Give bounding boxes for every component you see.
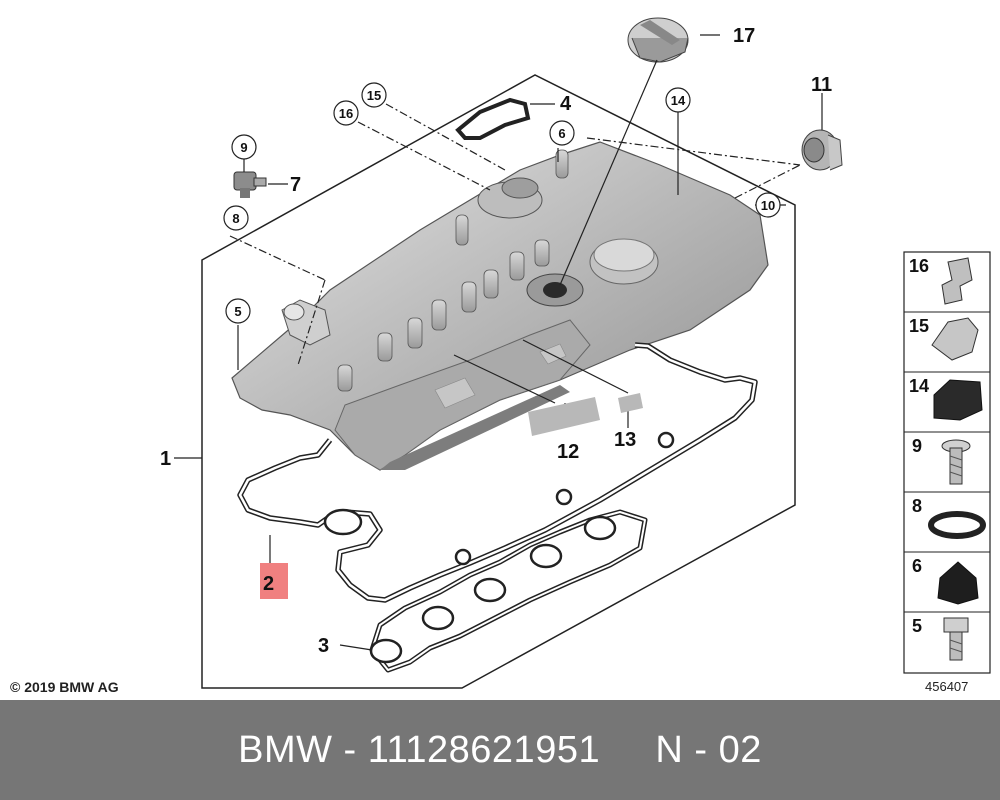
label-patch-13 xyxy=(618,393,643,413)
oil-filler-cap-17 xyxy=(627,17,689,63)
callout-10: 10 xyxy=(761,198,775,213)
callout-6: 6 xyxy=(558,126,565,141)
legend-label-14: 14 xyxy=(909,376,929,396)
legend-label-8: 8 xyxy=(912,496,922,516)
callout-13: 13 xyxy=(614,429,636,451)
circled-callouts: 15 16 6 14 10 9 8 5 xyxy=(223,82,781,324)
assembly-frame xyxy=(201,74,796,689)
clip-15-icon xyxy=(931,317,979,361)
callout-7: 7 xyxy=(290,174,301,196)
sensor-7 xyxy=(233,171,267,198)
callout-14: 14 xyxy=(671,93,686,108)
rubber-block-14-icon xyxy=(933,379,983,421)
callout-3: 3 xyxy=(318,635,329,657)
small-parts-legend: 16 15 14 9 8 6 5 xyxy=(903,251,991,674)
callout-15: 15 xyxy=(367,88,381,103)
copyright-text: © 2019 BMW AG xyxy=(10,679,119,695)
leader-lines xyxy=(174,34,823,651)
parts-diagram: 17 4 11 7 1 3 2 12 13 15 16 6 14 10 9 8 … xyxy=(10,17,991,695)
sensor-11 xyxy=(801,129,843,171)
callout-9: 9 xyxy=(240,140,247,155)
callout-2: 2 xyxy=(263,573,274,595)
legend-label-16: 16 xyxy=(909,256,929,276)
legend-label-6: 6 xyxy=(912,556,922,576)
position-code: N - 02 xyxy=(655,728,762,771)
legend-label-5: 5 xyxy=(912,616,922,636)
exploded-view-svg: 17 4 11 7 1 3 2 12 13 15 16 6 14 10 9 8 … xyxy=(160,17,991,689)
callout-5: 5 xyxy=(234,304,241,319)
legend-label-9: 9 xyxy=(912,436,922,456)
valve-cover-illustration xyxy=(231,141,769,471)
brand-label: BMW xyxy=(238,728,333,771)
banner-text: BMW - 11128621951 N - 02 xyxy=(0,700,1000,800)
callout-17: 17 xyxy=(733,25,755,47)
bolt-5-icon xyxy=(943,617,969,661)
callout-8: 8 xyxy=(232,211,239,226)
screw-9-icon xyxy=(941,439,971,485)
o-ring-8-icon xyxy=(928,511,986,539)
label-patch-12 xyxy=(528,397,600,436)
banner-gap xyxy=(600,729,655,772)
grommet-6-icon xyxy=(937,561,979,605)
diagram-number: 456407 xyxy=(925,679,969,694)
part-number: 11128621951 xyxy=(367,728,601,771)
callout-4: 4 xyxy=(560,93,572,115)
banner-separator: - xyxy=(332,728,368,771)
highlight-box-2 xyxy=(260,563,288,599)
callout-12: 12 xyxy=(557,441,579,463)
legend-label-15: 15 xyxy=(909,316,929,336)
callout-16: 16 xyxy=(339,106,353,121)
part-number-banner: BMW - 11128621951 N - 02 xyxy=(0,700,1000,800)
callout-1: 1 xyxy=(160,448,171,470)
seal-ring-4 xyxy=(455,97,531,140)
callout-11: 11 xyxy=(811,74,832,96)
clip-16-icon xyxy=(941,257,973,305)
